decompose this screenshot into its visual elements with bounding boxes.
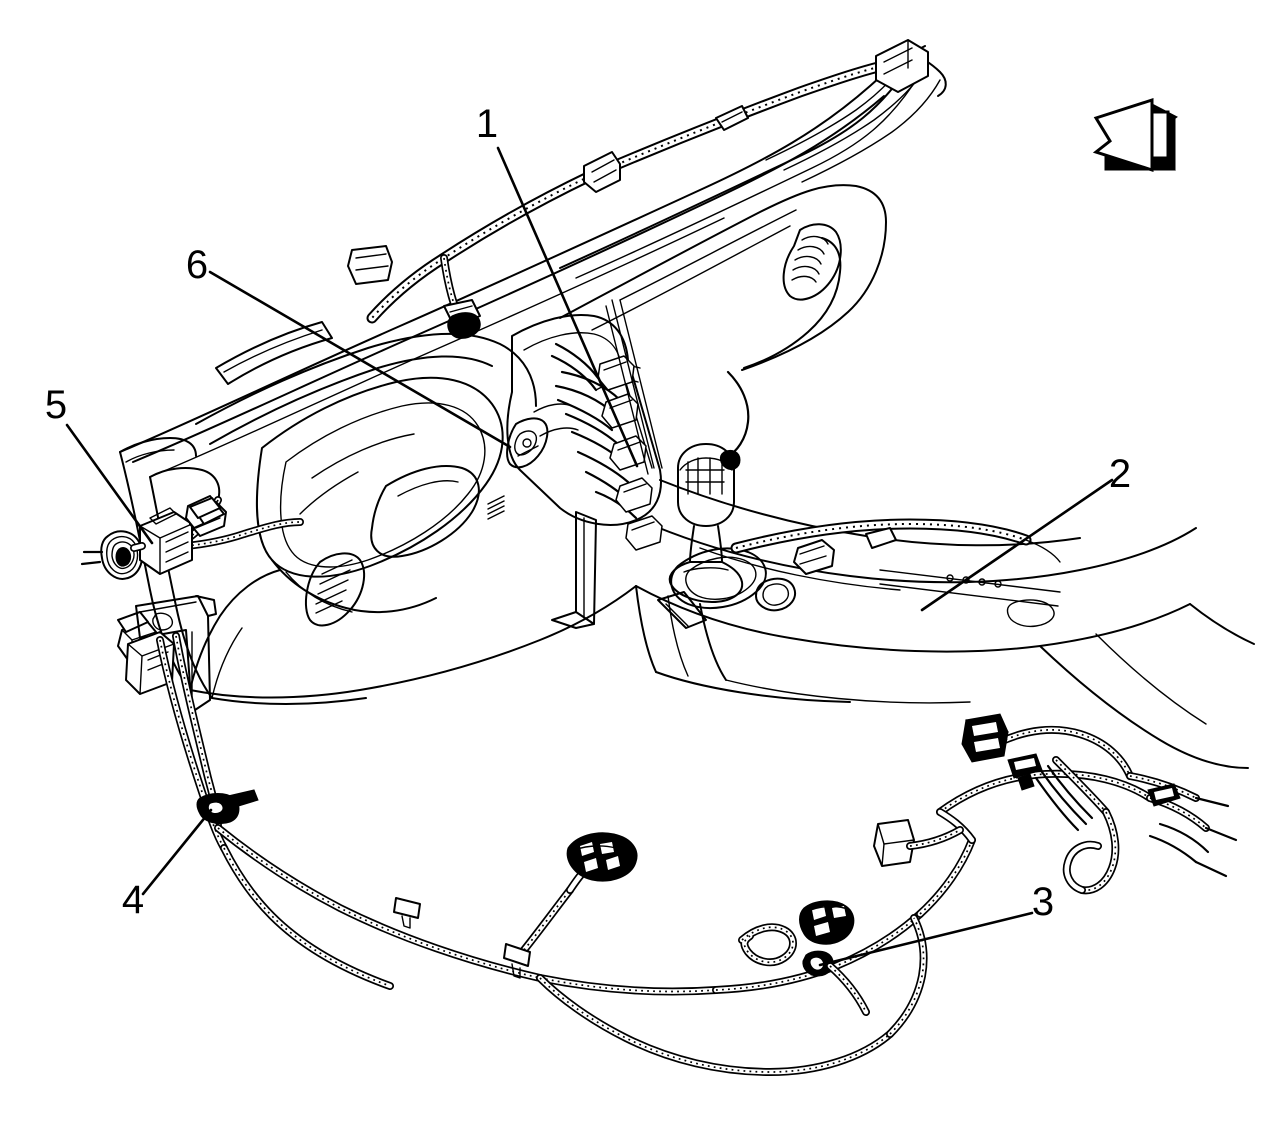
callout-label-1: 1 xyxy=(476,102,498,146)
harness-retaining-clip xyxy=(347,245,393,285)
leader-line-1 xyxy=(496,146,639,468)
leader-line-6 xyxy=(208,270,512,449)
forward-direction-arrow xyxy=(1092,97,1178,173)
callout-labels: 1 2 3 4 5 6 xyxy=(45,102,1131,924)
harness-retaining-clip xyxy=(715,105,749,131)
harness-retaining-clip xyxy=(865,527,897,549)
electrical-connector xyxy=(875,39,929,93)
leader-line-3 xyxy=(818,911,1034,967)
callout-label-6: 6 xyxy=(186,243,208,287)
electrical-connector xyxy=(793,539,835,575)
electrical-connector-right-upper xyxy=(961,713,1009,763)
harness-grommet xyxy=(447,312,481,339)
electrical-connector xyxy=(117,611,149,633)
harness-retaining-clip xyxy=(503,943,531,979)
electrical-connector-left xyxy=(139,507,193,575)
left-dash-harness-branch xyxy=(80,495,304,852)
harness-retaining-clip xyxy=(1007,753,1043,791)
leader-line-2 xyxy=(920,478,1114,612)
instrument-panel-wiring-harness xyxy=(347,39,1061,575)
electrical-connector-3 xyxy=(799,900,855,945)
harness-retaining-clip xyxy=(583,151,621,193)
harness-retaining-clip xyxy=(1147,783,1181,807)
body-grommet xyxy=(80,530,144,580)
instrument-panel-assembly xyxy=(119,45,947,705)
floor-wiring-harness xyxy=(214,824,976,1076)
center-stack xyxy=(487,314,662,526)
callout-label-5: 5 xyxy=(45,383,67,427)
electrical-connector xyxy=(189,497,221,519)
callout-leader-lines xyxy=(65,146,1114,967)
callout-label-4: 4 xyxy=(122,878,144,922)
hvac-air-vent-left xyxy=(304,552,366,627)
leader-line-4 xyxy=(141,808,213,896)
hvac-air-vent-right xyxy=(782,223,842,301)
callout-label-2: 2 xyxy=(1109,452,1131,496)
callout-label-3: 3 xyxy=(1032,880,1054,924)
electrical-connector-square xyxy=(873,819,915,867)
leader-line-5 xyxy=(65,423,154,545)
harness-grommet-3 xyxy=(802,950,834,977)
electrical-connector-center xyxy=(566,832,638,882)
center-stack-harness-bundle xyxy=(550,299,663,551)
instrument-panel-support-brace xyxy=(551,511,597,629)
harness-retaining-clip xyxy=(393,897,421,929)
right-console-harness-branch xyxy=(873,713,1238,895)
